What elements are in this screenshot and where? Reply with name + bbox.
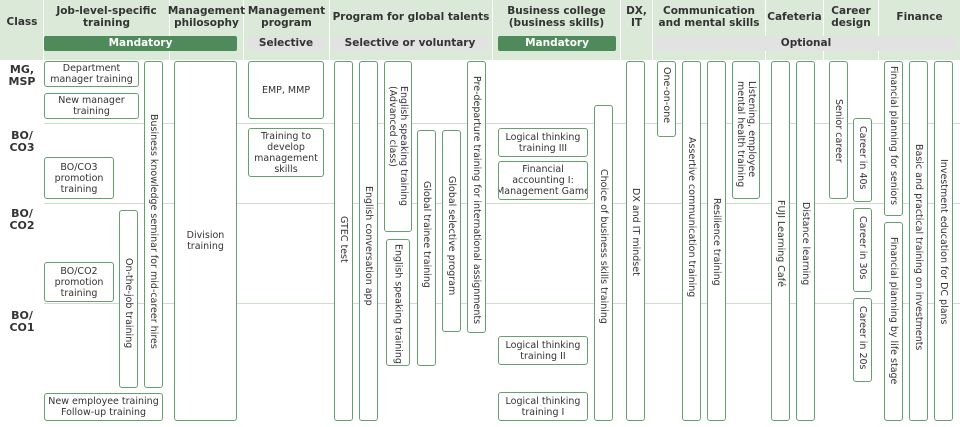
program-label: Business knowledge seminar for mid-caree… (148, 114, 159, 349)
col-separator (823, 0, 824, 427)
program-box: Business knowledge seminar for mid-caree… (144, 61, 163, 388)
col-separator (492, 0, 493, 427)
program-box: English speaking training (386, 239, 410, 366)
program-label: English speaking training (392, 244, 404, 364)
program-box: Investment education for DC plans (934, 61, 953, 421)
mandatory-bar: Mandatory (498, 36, 616, 51)
program-box: Logical thinking training II (498, 336, 588, 365)
program-box: New employee training Follow-up training (44, 393, 163, 421)
program-box: One-on-one (657, 61, 676, 137)
program-box: Assertive communication training (682, 61, 701, 421)
program-label: Distance learning (800, 202, 811, 286)
mandatory-bar: Mandatory (44, 36, 237, 51)
program-label: Investment education for DC plans (938, 159, 949, 325)
mgmt-program-header: Management program (247, 5, 326, 29)
program-box: DX and IT mindset (626, 61, 645, 421)
program-label: Senior career (833, 99, 844, 163)
program-label: Career in 20s (857, 306, 868, 370)
job-level-header: Job-level-specific training (56, 5, 157, 29)
col-separator (243, 0, 244, 427)
global-header: Program for global talents (332, 11, 490, 23)
program-label: Global selective program (446, 176, 457, 296)
program-box: Choice of business skills training (594, 105, 613, 421)
class-bo-co3: BO/ CO3 (9, 129, 35, 154)
program-label: DX and IT mindset (630, 188, 641, 276)
program-box: EMP, MMP (248, 61, 324, 119)
class-column-header: Class (6, 16, 38, 28)
program-label: On-the-job training (123, 258, 134, 349)
program-box: BO/CO2 promotion training (44, 262, 114, 302)
class-bo-co1: BO/ CO1 (9, 309, 35, 334)
career-header: Career design (831, 5, 871, 29)
col-separator (620, 0, 621, 427)
program-box: Logical thinking training I (498, 392, 588, 421)
row-separator (44, 123, 960, 124)
program-label: Listening, employee mental health traini… (735, 81, 757, 188)
program-box: Resilience training (707, 61, 726, 421)
class-mg-msp: MG, MSP (8, 63, 36, 88)
mgmt-philosophy-header: Management philosophy (167, 5, 246, 29)
program-box: Distance learning (796, 61, 815, 421)
program-box: Career in 40s (853, 118, 872, 202)
program-box: English speaking training (Advanced clas… (384, 61, 412, 232)
row-separator (44, 203, 960, 204)
program-box: Financial planning for seniors (884, 61, 903, 216)
program-label: Financial planning for seniors (888, 66, 899, 206)
program-label: Pre-departure training for international… (471, 76, 482, 325)
program-box: New manager training (44, 93, 139, 119)
col-separator (878, 0, 879, 427)
program-box: Financial accounting I: Management Game (498, 161, 588, 200)
col-separator (43, 0, 44, 427)
communication-header: Communication and mental skills (658, 5, 760, 29)
program-label: Assertive communication training (686, 137, 697, 298)
program-label: GTEC test (338, 216, 349, 263)
program-box: Pre-departure training for international… (467, 61, 486, 333)
row-separator (44, 303, 960, 304)
program-box: Senior career (829, 61, 848, 199)
program-label: Global trainee training (421, 181, 432, 288)
business-college-header: Business college (business skills) (507, 5, 606, 29)
col-separator (652, 0, 653, 427)
program-box: GTEC test (334, 61, 353, 421)
program-box: Global selective program (442, 130, 461, 332)
program-label: Basic and practical training on investme… (913, 144, 924, 351)
program-label: Career in 30s (857, 216, 868, 280)
program-label: English conversation app (363, 186, 374, 306)
col-separator (329, 0, 330, 427)
program-box: On-the-job training (119, 210, 138, 388)
class-bo-co2: BO/ CO2 (9, 207, 35, 232)
program-label: English speaking training (Advanced clas… (387, 86, 409, 206)
program-label: Resilience training (711, 198, 722, 286)
program-label: Career in 40s (857, 126, 868, 190)
program-box: Financial planning by life stage (884, 222, 903, 421)
program-box: Department manager training (44, 61, 139, 87)
program-box: Training to develop management skills (248, 128, 324, 177)
program-box: FUJI Learning Café (771, 61, 790, 421)
program-box: Basic and practical training on investme… (909, 61, 928, 421)
program-label: Choice of business skills training (598, 169, 609, 324)
program-label: One-on-one (661, 67, 672, 124)
program-label: FUJI Learning Café (775, 200, 786, 287)
selective-bar: Selective (248, 36, 324, 51)
dx-header: DX, IT (626, 5, 647, 29)
program-box: Career in 30s (853, 208, 872, 292)
program-box: Division training (174, 61, 237, 421)
program-label: Financial planning by life stage (888, 237, 899, 385)
selective-voluntary-bar: Selective or voluntary (332, 36, 488, 51)
program-box: Global trainee training (417, 130, 436, 366)
program-box: English conversation app (359, 61, 378, 421)
program-box: Logical thinking training III (498, 128, 588, 157)
col-separator (765, 0, 766, 427)
program-box: Listening, employee mental health traini… (732, 61, 760, 199)
program-box: BO/CO3 promotion training (44, 157, 114, 199)
optional-bar: Optional (657, 36, 955, 51)
program-box: Career in 20s (853, 298, 872, 382)
col-separator (169, 0, 170, 427)
finance-header: Finance (896, 11, 943, 23)
cafeteria-header: Cafeteria (767, 11, 822, 23)
